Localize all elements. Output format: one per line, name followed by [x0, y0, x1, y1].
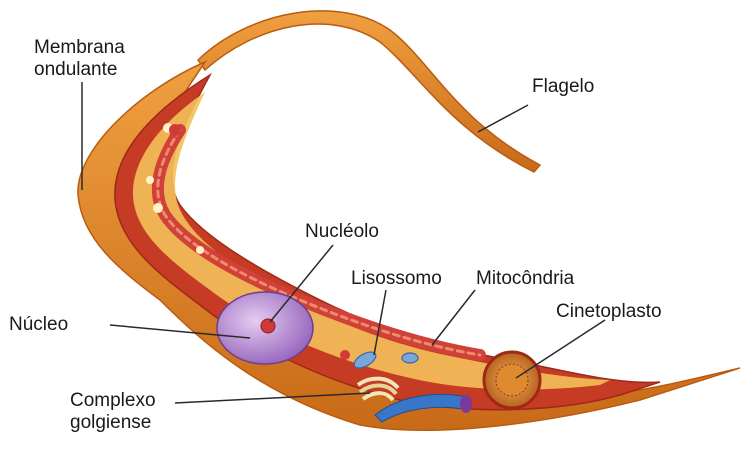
- lysosome: [353, 351, 377, 369]
- pointer-nucleolo: [269, 244, 334, 323]
- label-complexo-line2: golgiense: [70, 412, 152, 433]
- golgi-apparatus: [356, 376, 400, 402]
- pointer-mitocondria: [431, 289, 476, 346]
- label-cinetoplasto: Cinetoplasto: [556, 301, 662, 322]
- flagellum: [197, 10, 542, 173]
- label-membrana-line2: ondulante: [34, 59, 118, 80]
- label-lisossomo: Lisossomo: [351, 268, 442, 289]
- pointer-flagelo: [477, 104, 529, 133]
- label-flagelo: Flagelo: [532, 76, 595, 97]
- nucleolus: [260, 318, 276, 334]
- pointer-lisossomo: [373, 289, 387, 356]
- label-nucleolo: Nucléolo: [305, 221, 379, 242]
- label-membrana-line1: Membrana: [34, 37, 125, 58]
- label-nucleo: Núcleo: [9, 314, 69, 335]
- pointer-cinetoplasto: [515, 319, 606, 379]
- label-complexo-line1: Complexo: [70, 390, 156, 411]
- label-complexo-golgiense: Complexo golgiense: [70, 390, 156, 434]
- label-mitocondria: Mitocôndria: [476, 268, 575, 289]
- pointer-nucleo: [109, 324, 251, 339]
- pointer-complexo: [174, 392, 371, 404]
- label-membrana-ondulante: Membrana ondulante: [34, 37, 125, 81]
